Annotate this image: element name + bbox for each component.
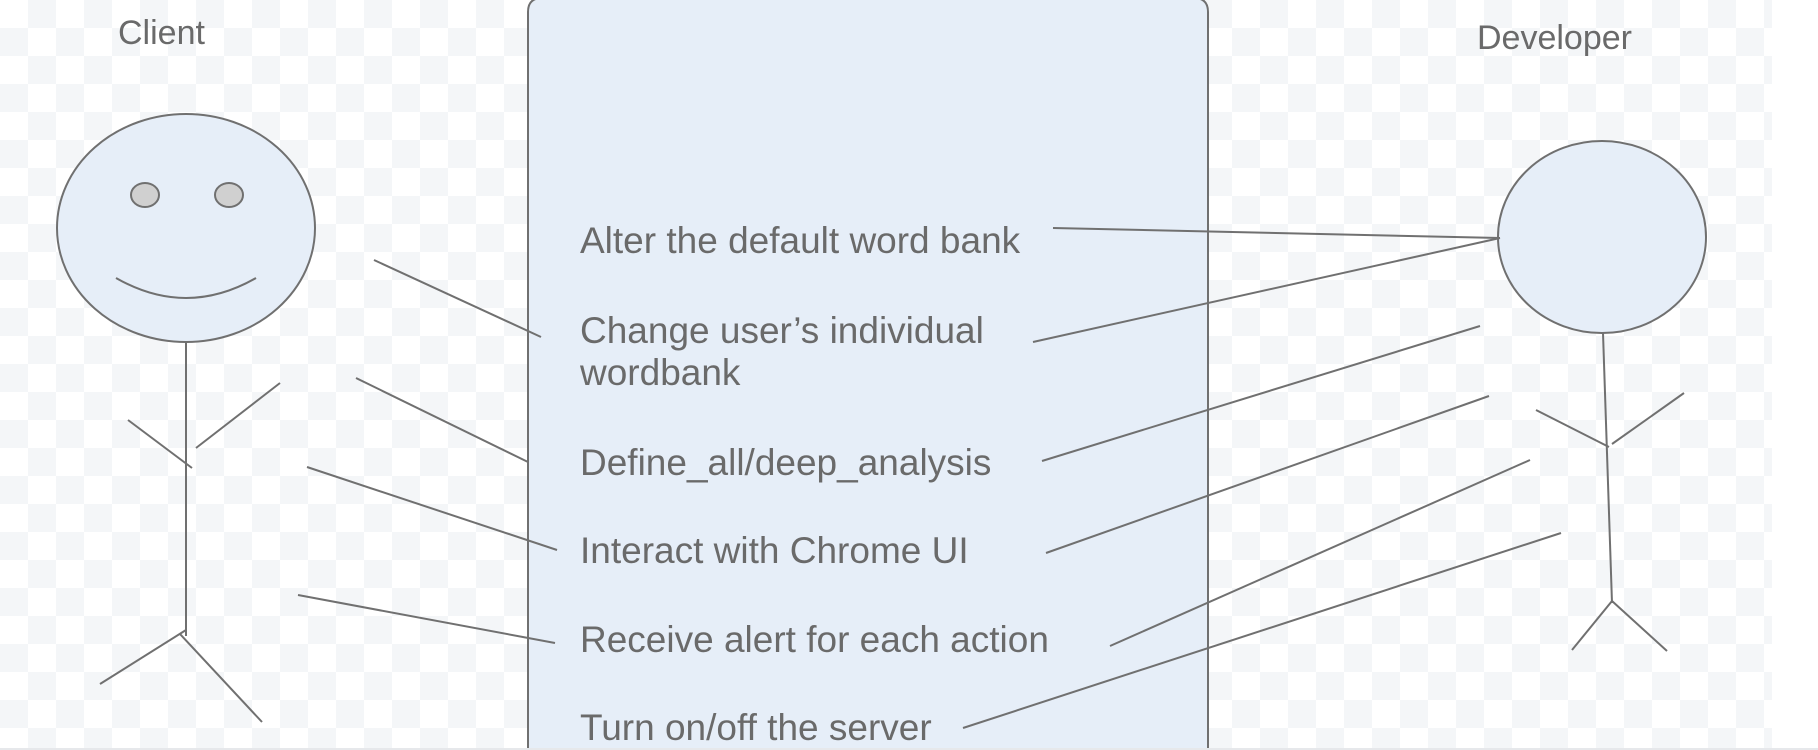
canvas-right-margin (1772, 0, 1818, 750)
association-line (1041, 325, 1481, 462)
use-case-label: Change user’s individual (580, 310, 984, 351)
canvas-bottom-edge (0, 748, 1818, 750)
developer-body (1602, 332, 1613, 604)
association-line (306, 466, 558, 551)
client-head (56, 113, 316, 343)
use-case-label: Interact with Chrome UI (580, 530, 969, 571)
association-line (1032, 237, 1501, 343)
developer-left-arm (1535, 409, 1610, 448)
client-right-eye (214, 182, 244, 208)
client-right-leg (179, 633, 263, 723)
association-line (1045, 395, 1490, 554)
use-case-label: Define_all/deep_analysis (580, 442, 991, 483)
use-case-label: Alter the default word bank (580, 220, 1021, 261)
system-boundary (527, 0, 1209, 748)
client-left-leg (99, 629, 187, 685)
association-line (1052, 227, 1501, 239)
developer-left-leg (1571, 600, 1613, 651)
developer-right-arm (1611, 392, 1685, 445)
use-case-list: Alter the default word bank Change user’… (579, 220, 1049, 748)
client-actor: Client (56, 14, 316, 723)
client-label: Client (118, 14, 205, 52)
association-line (355, 377, 529, 463)
client-left-arm (127, 419, 193, 469)
association-line (373, 259, 542, 338)
client-left-eye (130, 182, 160, 208)
association-line (297, 594, 556, 644)
developer-associations (962, 227, 1562, 729)
use-case-label: Turn on/off the server (580, 707, 932, 748)
client-smile (115, 277, 257, 299)
client-right-arm (195, 382, 281, 449)
use-case-label-continued: wordbank (579, 352, 741, 393)
developer-right-leg (1611, 600, 1668, 652)
developer-label: Developer (1477, 19, 1632, 57)
association-line (1109, 459, 1531, 647)
developer-head (1497, 140, 1707, 334)
association-line (962, 532, 1562, 729)
use-case-label: Receive alert for each action (580, 619, 1049, 660)
client-associations (297, 259, 558, 644)
developer-actor: Developer (1477, 19, 1707, 652)
